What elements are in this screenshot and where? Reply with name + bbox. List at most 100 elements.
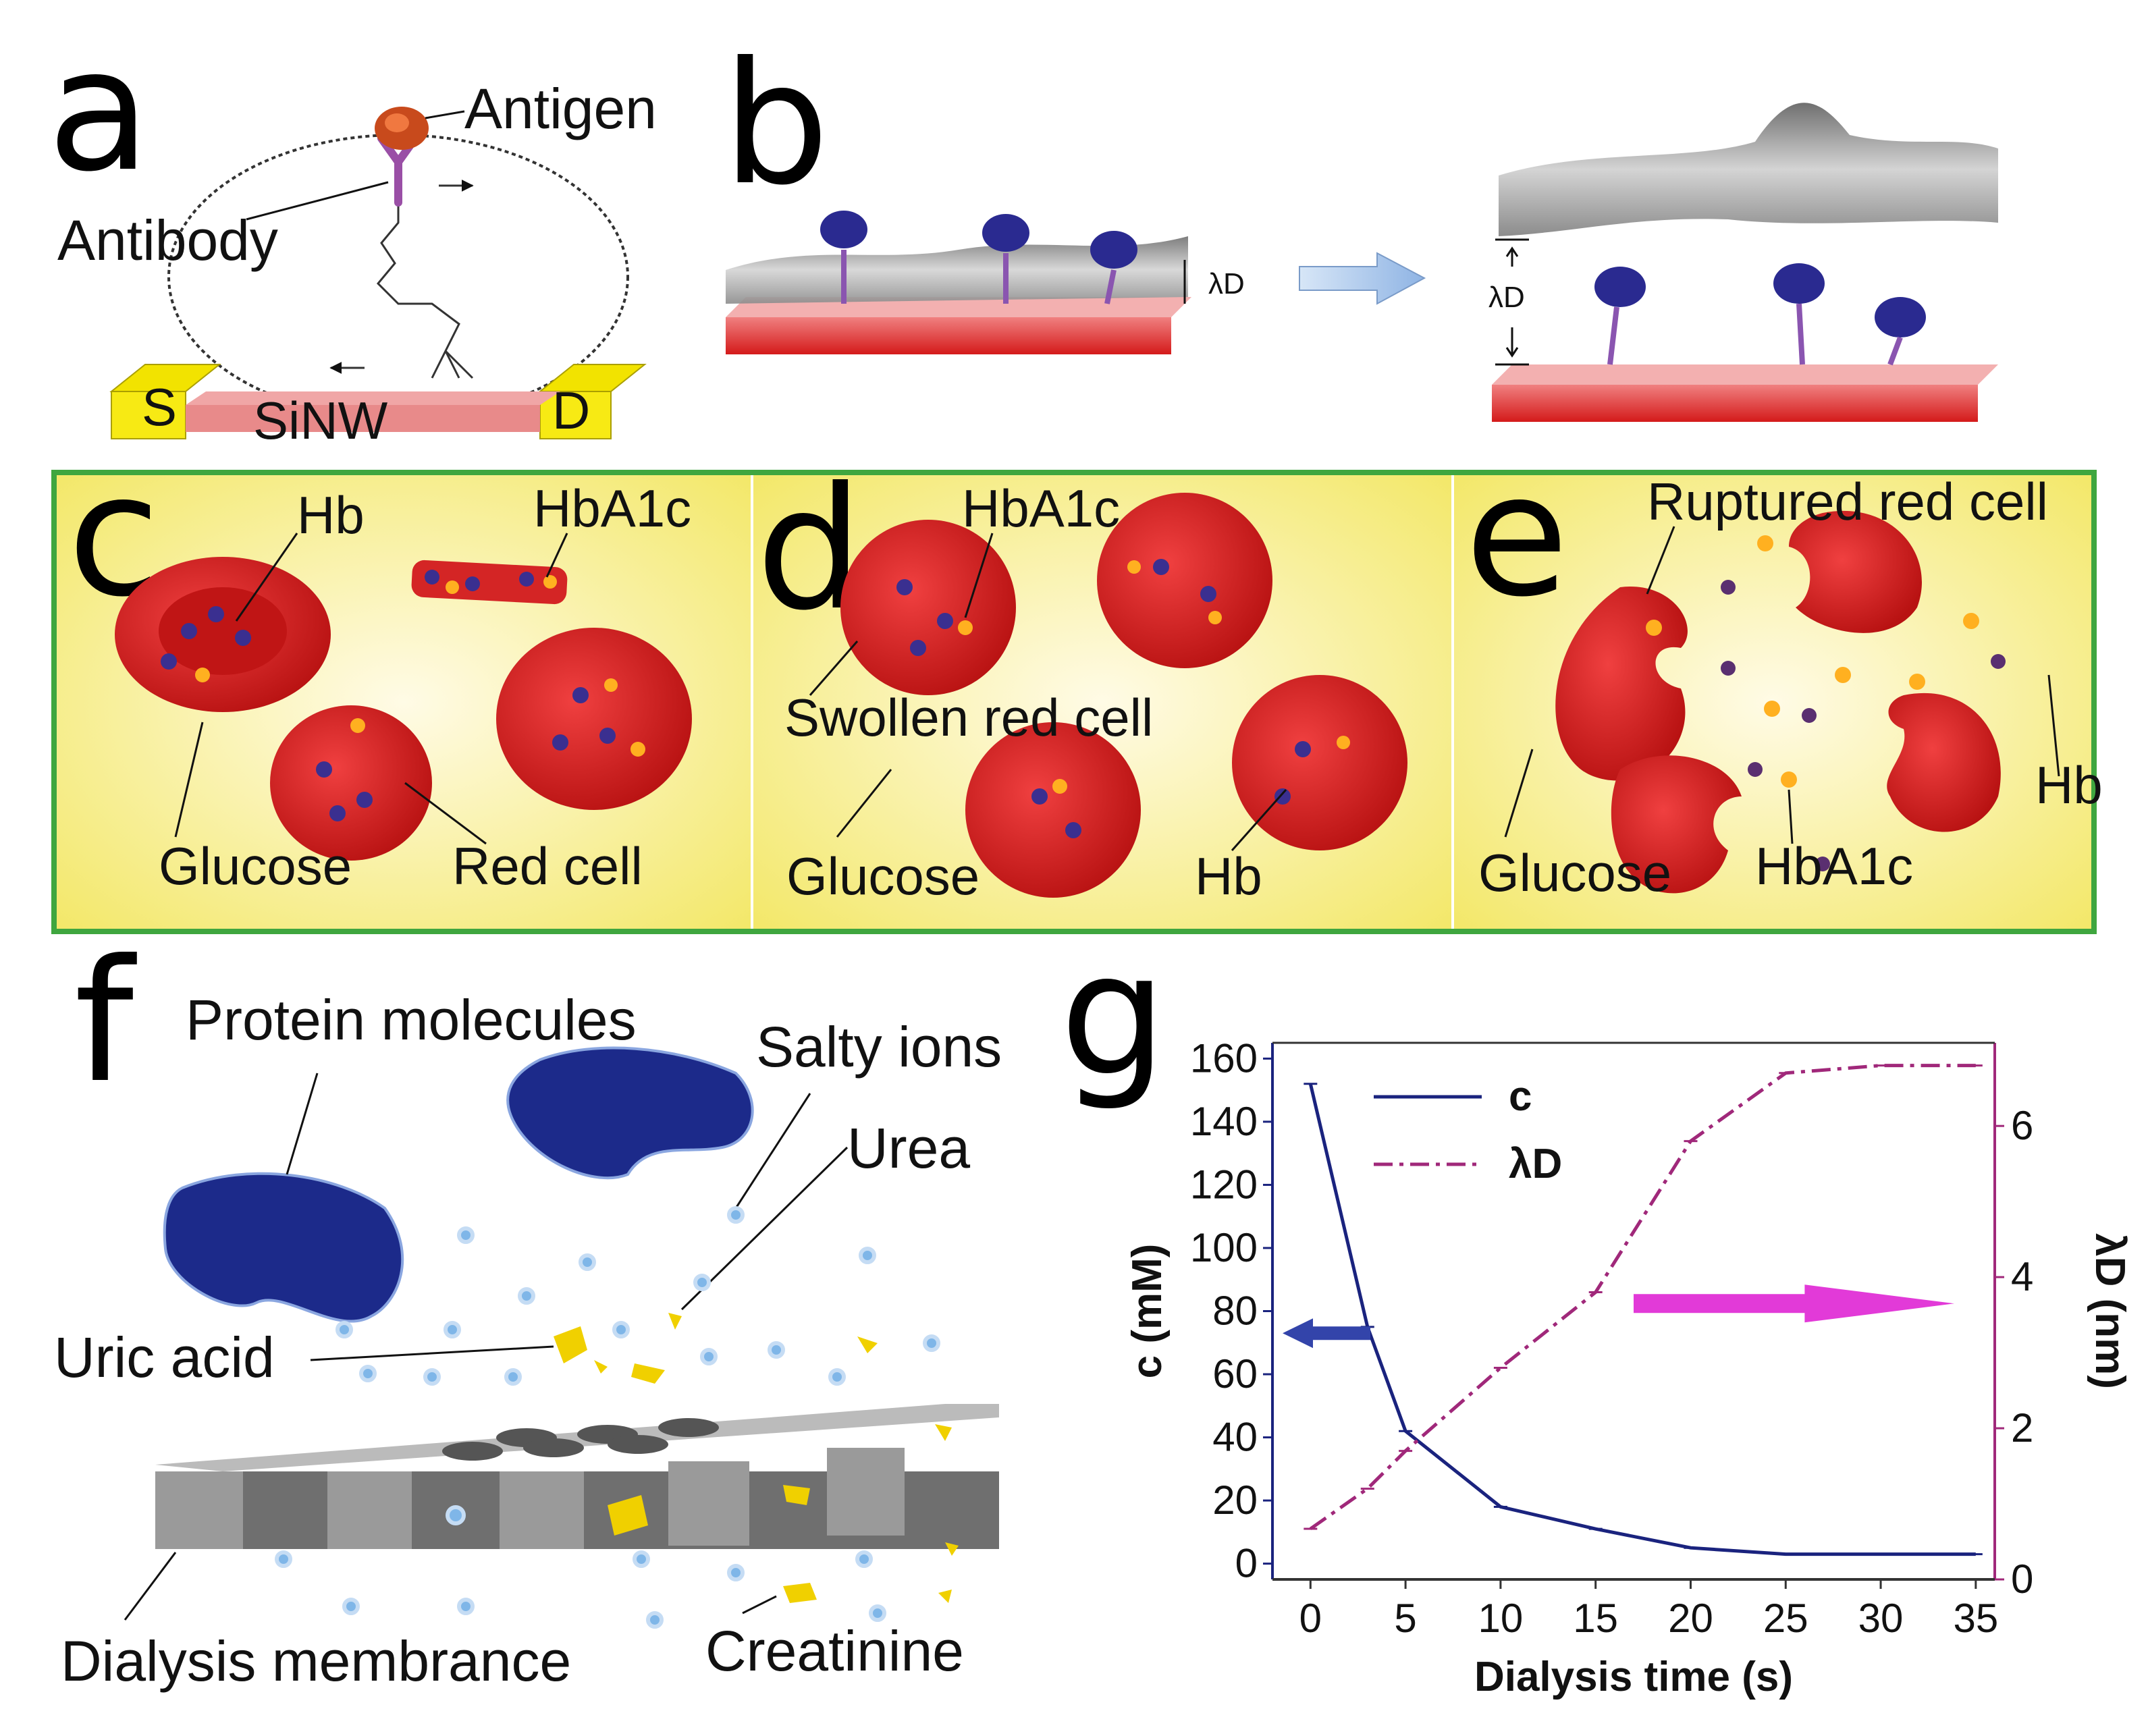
panel-letter-g: g xyxy=(1060,917,1167,1113)
y-right-tick-label: 2 xyxy=(2011,1405,2033,1450)
protein-label: Protein molecules xyxy=(186,988,637,1052)
protein-molecule-2 xyxy=(506,1046,754,1180)
hba1c-dots-e xyxy=(1646,535,1979,788)
swollen-cell-4 xyxy=(1232,675,1407,850)
hba1c-label-e: HbA1c xyxy=(1755,836,1913,896)
glucose-label-e: Glucose xyxy=(1478,843,1671,902)
hba1c-leader-e xyxy=(1788,789,1794,844)
swollen-cell-3 xyxy=(965,722,1141,898)
x-tick-label: 35 xyxy=(1953,1596,1998,1641)
source-label: S xyxy=(142,377,177,437)
y-left-tick-label: 140 xyxy=(1190,1099,1258,1144)
left-debye-label: λD xyxy=(1208,267,1245,300)
hba1c-label-c: HbA1c xyxy=(533,479,691,538)
membrane-particles xyxy=(446,1424,952,1536)
antigen-leader xyxy=(425,110,465,119)
sinw-wire xyxy=(186,391,560,405)
panel-d: d HbA1c Swollen red cell Glucose Hb xyxy=(753,451,1451,929)
panel-letter-f: f xyxy=(74,923,137,1120)
glucose-label-d: Glucose xyxy=(786,846,979,906)
y-left-tick-label: 40 xyxy=(1212,1415,1258,1460)
ruptured-leader-e xyxy=(1646,526,1675,595)
x-tick-label: 0 xyxy=(1299,1596,1322,1641)
y-left-tick-label: 0 xyxy=(1235,1541,1258,1586)
ruptured-cell-4 xyxy=(1887,693,2001,832)
red-cell-1-center xyxy=(159,587,287,675)
right-debye-down-arrow xyxy=(1505,327,1519,358)
right-antibodies xyxy=(1594,263,1926,366)
linker-chain xyxy=(376,169,474,379)
panel-letter-a: a xyxy=(47,12,151,209)
left-antibodies xyxy=(820,211,1137,304)
urea-label: Urea xyxy=(847,1116,970,1180)
hb-leader-d xyxy=(1231,789,1287,851)
hb-leader-e xyxy=(2047,674,2060,777)
ruptured-cell-2 xyxy=(1789,510,1923,633)
y-left-axis-title: c (mM) xyxy=(1124,1244,1171,1379)
x-axis-title: Dialysis time (s) xyxy=(1474,1654,1793,1700)
x-tick-label: 20 xyxy=(1668,1596,1713,1641)
hb-dots-d xyxy=(896,559,1311,838)
panel-letter-b: b xyxy=(722,26,830,222)
panel-letter-e: e xyxy=(1465,437,1569,634)
panel-e: e Ruptured red cell Hb Glucose HbA1c xyxy=(1454,437,2103,929)
swollen-cell-2 xyxy=(1097,493,1272,668)
y-left-tick-label: 20 xyxy=(1212,1477,1258,1523)
red-cell-2 xyxy=(270,705,432,861)
sinw-wire-front xyxy=(186,405,540,432)
left-sensor-bar xyxy=(726,317,1171,354)
right-debye-label: λD xyxy=(1488,281,1525,314)
y-left-tick-label: 60 xyxy=(1212,1351,1258,1396)
hb-label-d: Hb xyxy=(1195,846,1262,906)
drain-label: D xyxy=(552,381,590,440)
hba1c-leader-d xyxy=(964,533,994,618)
red-cell-leader-c xyxy=(404,782,487,845)
hb-dots-e xyxy=(1721,580,2006,871)
y-right-tick-label: 6 xyxy=(2011,1103,2033,1148)
x-tick-label: 5 xyxy=(1394,1596,1416,1641)
y-right-tick-label: 4 xyxy=(2011,1254,2033,1299)
right-grey-layer xyxy=(1499,103,1998,236)
creatinine-label: Creatinine xyxy=(705,1619,964,1683)
right-axis-pointer-arrow xyxy=(1634,1284,1954,1323)
panel-b-arrow xyxy=(1299,252,1426,305)
hb-leader-c xyxy=(235,533,298,622)
salty-ions xyxy=(335,1206,940,1386)
x-tick-label: 25 xyxy=(1763,1596,1808,1641)
creatinine-particles xyxy=(783,1542,959,1603)
hb-label-c: Hb xyxy=(297,485,365,545)
red-cell-3 xyxy=(496,628,692,810)
panel-a: a S D SiNW Antigen Antibody xyxy=(47,12,657,450)
uric-leader xyxy=(310,1345,554,1361)
hba1c-label-d: HbA1c xyxy=(962,479,1120,538)
x-tick-label: 15 xyxy=(1573,1596,1618,1641)
glucose-leader-d xyxy=(836,769,892,838)
swollen-label-d: Swollen red cell xyxy=(784,688,1153,747)
protein-molecule-1 xyxy=(163,1172,404,1323)
legend-label-lambda: λD xyxy=(1509,1141,1562,1187)
glucose-leader-e xyxy=(1504,749,1534,838)
creatinine-leader xyxy=(742,1595,777,1615)
swollen-cell-1 xyxy=(840,520,1016,695)
red-cell-label-c: Red cell xyxy=(452,836,643,896)
right-sensor-bar xyxy=(1492,385,1978,422)
lower-ions xyxy=(275,1550,886,1629)
y-left-tick-label: 160 xyxy=(1190,1035,1258,1081)
x-tick-label: 10 xyxy=(1478,1596,1524,1641)
urea-particles xyxy=(554,1313,878,1384)
antigen-highlight xyxy=(385,113,409,132)
membrane-pores xyxy=(155,1418,905,1549)
glucose-label-c: Glucose xyxy=(159,836,352,896)
right-debye-up-arrow xyxy=(1505,246,1519,267)
membrane-leader xyxy=(124,1552,177,1621)
y-left-tick-label: 120 xyxy=(1190,1162,1258,1207)
panel-c: c Hb HbA1c Glucose Red cell xyxy=(57,437,751,929)
legend-label-c: c xyxy=(1509,1073,1532,1120)
salty-leader xyxy=(734,1093,811,1209)
membrane-label: Dialysis membrance xyxy=(61,1629,571,1693)
hb-label-e: Hb xyxy=(2035,755,2103,815)
source-electrode-front xyxy=(111,391,186,439)
panel-f: f Protein molecules Salty ions Urea Uric… xyxy=(54,923,1002,1693)
swollen-leader-d xyxy=(809,641,859,696)
